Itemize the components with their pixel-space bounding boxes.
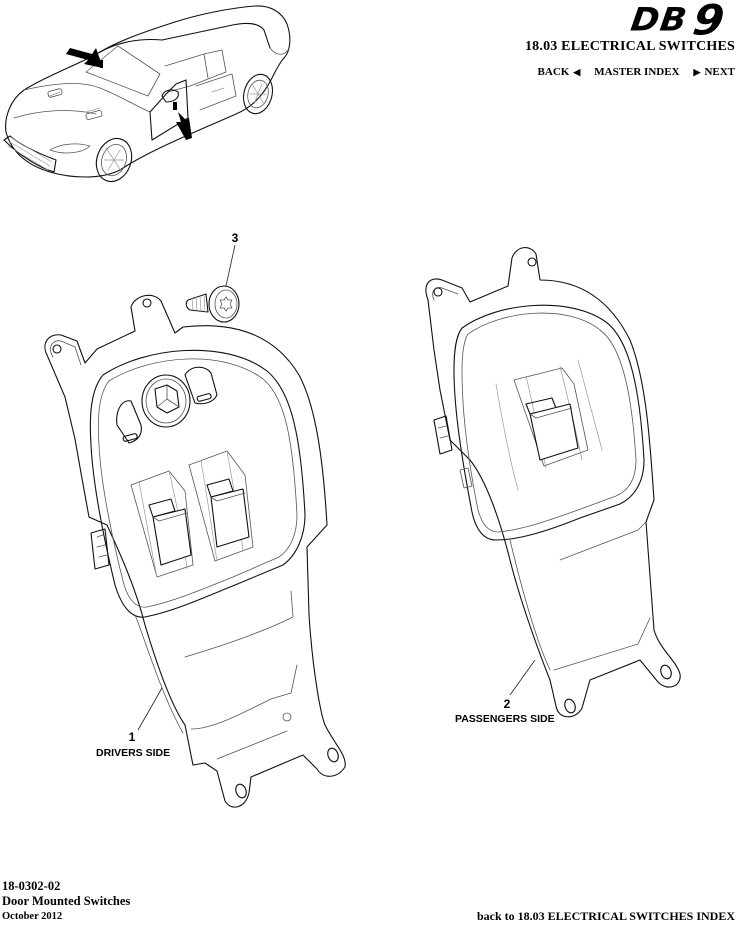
back-link[interactable]: BACK ◀ <box>538 66 581 78</box>
triangle-right-icon: ▶ <box>693 66 701 77</box>
page-navigation: BACK ◀ MASTER INDEX ▶ NEXT <box>538 66 735 78</box>
drivers-side-switch-illustration <box>44 294 346 808</box>
callout-number-1: 1 <box>128 730 136 744</box>
logo-text: DB <box>628 1 691 40</box>
location-arrow-icon <box>66 48 103 68</box>
location-arrow-icon <box>173 102 192 140</box>
leader-line-3 <box>225 244 236 287</box>
triangle-left-icon: ◀ <box>573 66 581 77</box>
section-title: 18.03 ELECTRICAL SWITCHES <box>524 39 735 54</box>
passengers-side-switch-illustration <box>425 247 681 718</box>
back-to-index-link[interactable]: back to 18.03 ELECTRICAL SWITCHES INDEX <box>476 909 735 923</box>
back-label: BACK <box>537 66 570 78</box>
next-link[interactable]: ▶ NEXT <box>694 66 735 78</box>
master-index-link[interactable]: MASTER INDEX <box>594 66 680 78</box>
callout-label-passengers-side: PASSENGERS SIDE <box>455 713 555 725</box>
callout-label-drivers-side: DRIVERS SIDE <box>96 747 171 759</box>
screw-illustration <box>185 244 240 323</box>
publication-date: October 2012 <box>2 911 63 922</box>
page-title: Door Mounted Switches <box>2 894 131 908</box>
leader-line-2 <box>509 659 536 696</box>
callout-number-3: 3 <box>231 231 239 245</box>
db9-logo: DB9 <box>628 0 729 45</box>
part-code: 18-0302-02 <box>2 879 61 893</box>
leader-line-1 <box>137 687 163 731</box>
next-label: NEXT <box>704 66 735 78</box>
car-locator-illustration <box>3 5 291 183</box>
callout-number-2: 2 <box>503 697 511 711</box>
